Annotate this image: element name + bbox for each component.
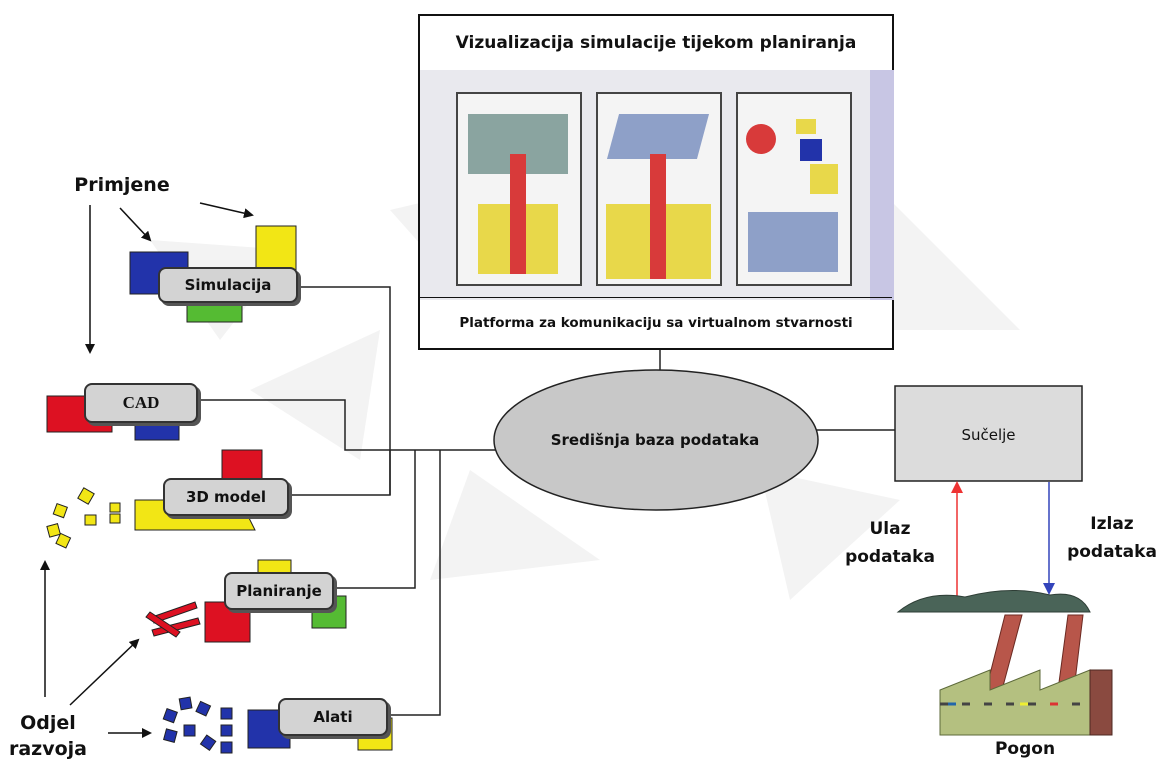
central-database-shape <box>493 369 819 511</box>
department-label-line1: Odjel <box>20 712 76 734</box>
screenshot-right <box>736 92 852 286</box>
plant-label: Pogon <box>994 739 1056 759</box>
input-data-label: Ulaz podataka <box>830 515 950 571</box>
input-data-line2: podataka <box>845 547 935 567</box>
applications-heading: Primjene <box>74 174 170 196</box>
output-data-label: Izlaz podataka <box>1062 510 1162 566</box>
app-alati: Alati <box>278 698 388 736</box>
output-data-line2: podataka <box>1067 542 1157 562</box>
simulation-screenshots <box>420 70 894 300</box>
line-planiranje <box>335 450 416 589</box>
arrow-icon <box>69 638 140 706</box>
interface-box <box>894 385 1083 482</box>
arrow-icon <box>199 202 254 219</box>
output-data-line1: Izlaz <box>1090 514 1134 534</box>
screenshot-left <box>456 92 582 286</box>
department-label-line2: razvoja <box>8 738 88 760</box>
line-alati <box>388 450 441 716</box>
app-3d-model: 3D model <box>163 478 289 516</box>
screenshot-side-strip <box>870 70 894 300</box>
screenshot-middle <box>596 92 722 286</box>
connector-lines <box>198 286 895 716</box>
app-planiranje: Planiranje <box>224 572 334 610</box>
hub-label: Središnja baza podataka <box>550 431 760 449</box>
app-cad: CAD <box>84 383 198 423</box>
panel-subtitle: Platforma za komunikaciju sa virtualnom … <box>420 297 892 348</box>
annotation-arrows <box>40 202 254 738</box>
interface-label: Sučelje <box>961 426 1016 444</box>
factory-icon <box>896 590 1113 736</box>
line-cad <box>198 399 500 451</box>
arrow-icon <box>119 207 152 242</box>
vr-platform-panel: Vizualizacija simulacije tijekom planira… <box>418 14 894 350</box>
department-label: Odjel razvoja <box>8 710 88 762</box>
panel-title: Vizualizacija simulacije tijekom planira… <box>420 16 892 71</box>
line-simulacija <box>290 286 391 496</box>
input-data-line1: Ulaz <box>869 519 911 539</box>
app-simulacija: Simulacija <box>158 267 298 303</box>
